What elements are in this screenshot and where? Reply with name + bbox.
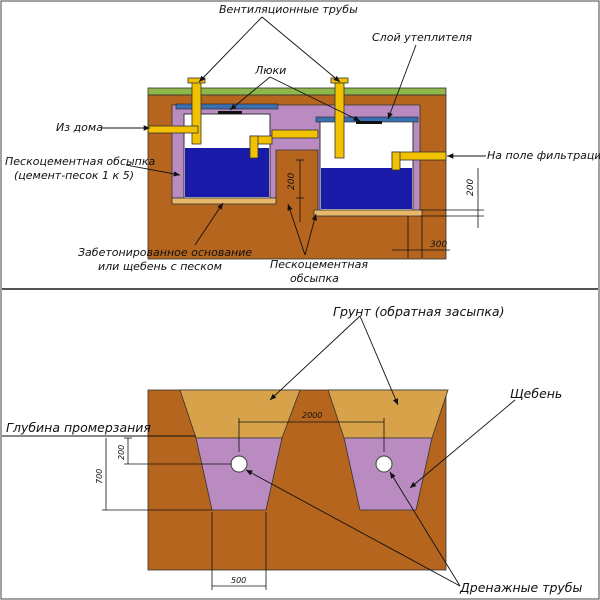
dim-700: 700 [95, 469, 104, 484]
hatch-right [356, 121, 382, 124]
label-soil-backfill: Грунт (обратная засыпка) [333, 304, 504, 319]
inlet-pipe [147, 125, 199, 134]
vent-pipe-left [191, 79, 202, 145]
overflow-pipe-c [271, 129, 319, 139]
gravel-right [343, 437, 433, 511]
dim-500: 500 [231, 576, 246, 585]
dim-2000: 2000 [302, 411, 322, 420]
label-hatches: Люки [254, 64, 286, 77]
label-insulation-layer: Слой утеплителя [372, 31, 472, 44]
backfill-left [179, 389, 301, 439]
label-sand-cement-backfill-2: (цемент-песок 1 к 5) [14, 169, 134, 182]
label-drainage-pipes: Дренажные трубы [459, 580, 583, 595]
base-right [313, 209, 423, 217]
dim-200-left: 200 [287, 173, 297, 190]
drain-pipe-left [230, 455, 248, 473]
drainage-section: Грунт (обратная засыпка) Глубина промерз… [2, 304, 583, 595]
hatch-left [218, 111, 242, 114]
label-sand-cement-1: Пескоцементная [270, 258, 368, 271]
septic-section: Вентиляционные трубы Слой утеплителя Люк… [5, 3, 600, 285]
water-right [321, 168, 412, 209]
insulation-left [175, 103, 279, 110]
label-filtration-field: На поле фильтрации [487, 149, 600, 162]
overflow-pipe-b [249, 135, 259, 159]
outlet-pipe-drop [391, 151, 401, 171]
backfill-right [327, 389, 449, 439]
label-freezing-depth: Глубина промерзания [6, 420, 151, 435]
base-left [171, 197, 277, 205]
label-sand-cement-backfill-1: Пескоцементная обсыпка [5, 155, 156, 168]
vent-cap-right [330, 77, 349, 84]
drain-pipe-right [375, 455, 393, 473]
label-sand-cement-2: обсыпка [290, 272, 339, 285]
label-ventilation-pipes: Вентиляционные трубы [219, 3, 358, 16]
dim-200-bottom: 200 [117, 445, 126, 460]
vent-pipe-right [334, 79, 345, 159]
label-gravel: Щебень [510, 386, 562, 401]
label-concrete-base-2: или щебень с песком [98, 260, 222, 273]
pipes [147, 77, 447, 171]
dim-300: 300 [430, 240, 447, 250]
gravel-left [195, 437, 283, 511]
label-from-house: Из дома [56, 121, 103, 134]
label-concrete-base-1: Забетонированное основание [78, 246, 252, 259]
dim-200-right: 200 [466, 179, 476, 196]
